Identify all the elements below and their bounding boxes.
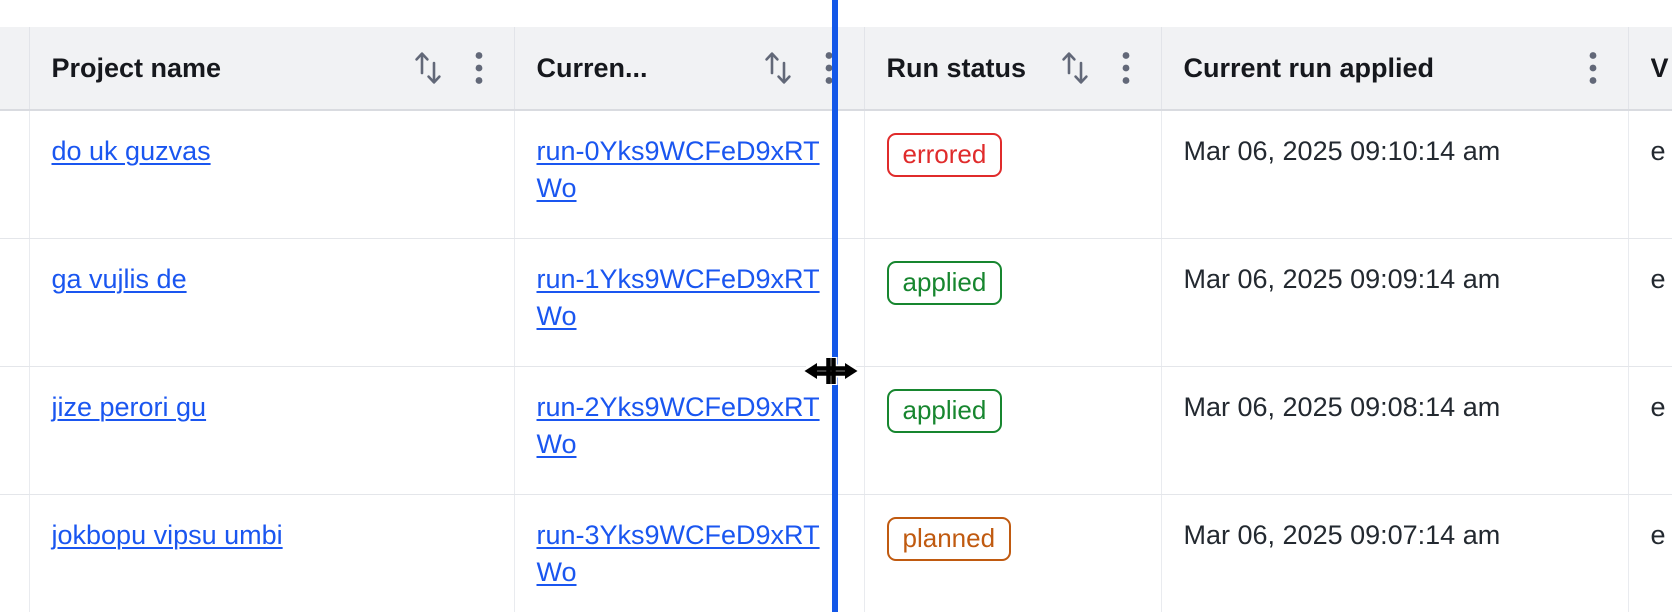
- row-select-cell[interactable]: [0, 366, 30, 495]
- column-header-run-status[interactable]: Run status: [864, 27, 1162, 111]
- table-row: do uk guzvas run-0Yks9WCFeD9xRTWo errore…: [0, 110, 1672, 239]
- cell-project-name: jokbopu vipsu umbi: [29, 494, 515, 612]
- status-badge: applied: [886, 260, 1003, 305]
- status-badge: errored: [886, 133, 1003, 178]
- current-run-link[interactable]: run-2Yks9WCFeD9xRTWo: [536, 391, 820, 459]
- cell-next-partial: e: [1628, 366, 1672, 495]
- cell-run-status: applied: [864, 366, 1162, 495]
- cell-run-status: planned: [864, 494, 1162, 612]
- cell-current-run-applied: Mar 06, 2025 09:09:14 am: [1161, 238, 1629, 367]
- cell-current-run-applied: Mar 06, 2025 09:08:14 am: [1161, 366, 1629, 495]
- column-header-label-current-run: Curren...: [536, 52, 648, 83]
- table-row: jokbopu vipsu umbi run-3Yks9WCFeD9xRTWo …: [0, 494, 1672, 612]
- column-header-select[interactable]: [0, 27, 30, 111]
- cell-next-partial: e: [1628, 494, 1672, 612]
- column-header-current-run[interactable]: Curren...: [514, 27, 865, 111]
- column-header-current-run-applied[interactable]: Current run applied: [1161, 27, 1629, 111]
- cell-current-run: run-1Yks9WCFeD9xRTWo: [514, 238, 865, 367]
- column-header-label-current-run-applied: Current run applied: [1183, 52, 1435, 83]
- column-menu-kebab-icon[interactable]: [1113, 45, 1139, 91]
- cell-next-partial: e: [1628, 238, 1672, 367]
- cell-run-status: errored: [864, 110, 1162, 239]
- column-header-label-run-status: Run status: [886, 52, 1027, 83]
- column-header-label-next-partial: V: [1650, 52, 1669, 83]
- table-header: Project name: [0, 27, 1672, 111]
- table-top-strip: [0, 0, 1672, 27]
- column-menu-kebab-icon[interactable]: [1580, 45, 1606, 91]
- cell-project-name: ga vujlis de: [29, 238, 515, 367]
- project-name-link[interactable]: do uk guzvas: [51, 136, 211, 166]
- cell-project-name: jize perori gu: [29, 366, 515, 495]
- projects-table: Project name: [0, 27, 1672, 612]
- row-select-cell[interactable]: [0, 238, 30, 367]
- cell-next-partial: e: [1628, 110, 1672, 239]
- row-select-cell[interactable]: [0, 494, 30, 612]
- cell-project-name: do uk guzvas: [29, 110, 515, 239]
- cell-current-run: run-0Yks9WCFeD9xRTWo: [514, 110, 865, 239]
- table-body: do uk guzvas run-0Yks9WCFeD9xRTWo errore…: [0, 110, 1672, 612]
- current-run-link[interactable]: run-1Yks9WCFeD9xRTWo: [536, 263, 820, 331]
- current-run-link[interactable]: run-3Yks9WCFeD9xRTWo: [536, 519, 820, 587]
- cell-current-run: run-3Yks9WCFeD9xRTWo: [514, 494, 865, 612]
- current-run-link[interactable]: run-0Yks9WCFeD9xRTWo: [536, 136, 820, 204]
- project-name-link[interactable]: ga vujlis de: [51, 263, 187, 294]
- cell-current-run: run-2Yks9WCFeD9xRTWo: [514, 366, 865, 495]
- project-name-link[interactable]: jokbopu vipsu umbi: [51, 519, 283, 550]
- column-menu-kebab-icon[interactable]: [816, 45, 842, 91]
- table-header-row: Project name: [0, 27, 1672, 111]
- table-row: ga vujlis de run-1Yks9WCFeD9xRTWo applie…: [0, 238, 1672, 367]
- cell-current-run-applied: Mar 06, 2025 09:10:14 am: [1161, 110, 1629, 239]
- status-badge: applied: [886, 388, 1003, 433]
- row-select-cell[interactable]: [0, 110, 30, 239]
- status-badge: planned: [886, 516, 1012, 561]
- cell-current-run-applied: Mar 06, 2025 09:07:14 am: [1161, 494, 1629, 612]
- table-row: jize perori gu run-2Yks9WCFeD9xRTWo appl…: [0, 366, 1672, 495]
- sort-icon[interactable]: [408, 45, 448, 91]
- column-menu-kebab-icon[interactable]: [466, 45, 492, 91]
- sort-icon[interactable]: [758, 45, 798, 91]
- column-header-label-project-name: Project name: [51, 52, 222, 83]
- column-header-project-name[interactable]: Project name: [29, 27, 515, 111]
- project-name-link[interactable]: jize perori gu: [51, 391, 207, 422]
- sort-icon[interactable]: [1055, 45, 1095, 91]
- column-header-next-partial[interactable]: V: [1628, 27, 1672, 111]
- cell-run-status: applied: [864, 238, 1162, 367]
